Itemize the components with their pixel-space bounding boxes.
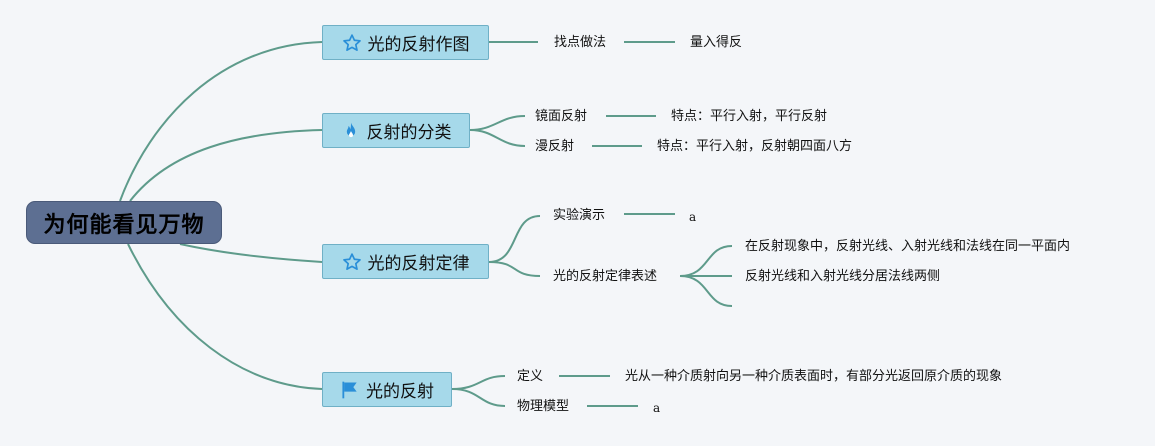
connector-b3-l2-split-c xyxy=(679,275,733,307)
branch-topic-label: 光的反射定律 xyxy=(367,254,470,274)
subtopic-law-same-plane[interactable]: 在反射现象中，反射光线、入射光线和法线在同一平面内 xyxy=(745,239,1071,254)
connector-b3-l2-split-a xyxy=(679,245,733,277)
subtopic-specular-reflection[interactable]: 镜面反射 xyxy=(535,109,588,124)
connector-root-branch-2 xyxy=(129,129,323,202)
branch-topic-reflection-types[interactable]: 反射的分类 xyxy=(322,113,470,148)
connector-b2-split-a xyxy=(469,115,526,131)
connector-b4-split-a xyxy=(451,375,506,390)
root-topic[interactable]: 为何能看见万物 xyxy=(26,201,222,244)
connector-b3-split-b xyxy=(488,261,541,277)
connector-root-branch-3 xyxy=(179,243,323,263)
subtopic-physical-model[interactable]: 物理模型 xyxy=(517,399,570,414)
branch-topic-reflection-law[interactable]: 光的反射定律 xyxy=(322,244,489,279)
connector-b3-split-a xyxy=(488,215,541,263)
connector-b4-split-b xyxy=(451,388,506,407)
branch-topic-light-reflection[interactable]: 光的反射 xyxy=(322,372,452,407)
branch-topic-label: 光的反射 xyxy=(366,382,434,402)
branch-topic-reflection-drawing[interactable]: 光的反射作图 xyxy=(322,25,489,60)
subtopic-measure-in-get-out[interactable]: 量入得反 xyxy=(690,35,743,50)
connector-root-branch-4 xyxy=(127,243,323,390)
subtopic-find-point-method[interactable]: 找点做法 xyxy=(554,35,607,50)
flame-icon xyxy=(341,121,361,141)
subtopic-definition-text[interactable]: 光从一种介质射向另一种介质表面时，有部分光返回原介质的现象 xyxy=(625,369,1003,384)
subtopic-definition[interactable]: 定义 xyxy=(517,369,544,384)
subtopic-diffuse-reflection[interactable]: 漫反射 xyxy=(535,139,575,154)
subtopic-model-placeholder[interactable]: a xyxy=(653,401,661,415)
connector-root-branch-1 xyxy=(119,41,323,202)
subtopic-law-statement[interactable]: 光的反射定律表述 xyxy=(553,269,658,284)
connector-b2-split-b xyxy=(469,129,526,147)
subtopic-experiment-demo[interactable]: 实验演示 xyxy=(553,208,606,223)
branch-topic-label: 光的反射作图 xyxy=(367,35,470,55)
star-outline-icon xyxy=(342,33,362,53)
branch-topic-label: 反射的分类 xyxy=(366,123,452,143)
flag-icon xyxy=(340,380,360,400)
subtopic-specular-feature[interactable]: 特点：平行入射，平行反射 xyxy=(671,109,828,124)
subtopic-diffuse-feature[interactable]: 特点：平行入射，反射朝四面八方 xyxy=(657,139,853,154)
star-outline-icon xyxy=(342,252,362,272)
subtopic-law-opposite-sides[interactable]: 反射光线和入射光线分居法线两侧 xyxy=(745,269,941,284)
subtopic-experiment-placeholder[interactable]: a xyxy=(689,210,697,224)
root-topic-label: 为何能看见万物 xyxy=(43,212,205,238)
